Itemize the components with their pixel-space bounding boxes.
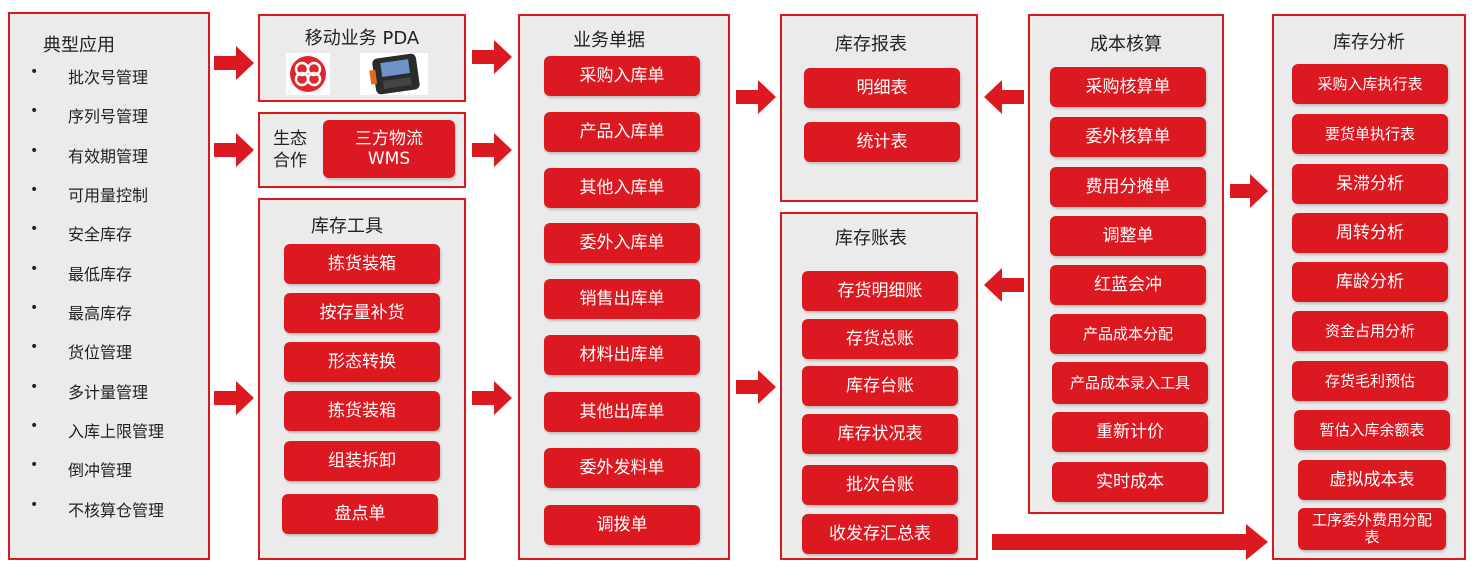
analysis-button[interactable]: 存货毛利预估 [1292, 361, 1448, 401]
inventory-reports-panel: 库存报表 明细表 统计表 [780, 14, 978, 202]
inventory-reports-title: 库存报表 [835, 34, 907, 55]
typical-apps-title: 典型应用 [43, 35, 115, 56]
eco-title: 生态 合作 [273, 129, 307, 171]
eco-cooperation-panel: 生态 合作 三方物流 WMS [258, 112, 466, 188]
mobile-pda-panel: 移动业务 PDA [258, 14, 466, 102]
tool-button[interactable]: 组装拆卸 [284, 441, 440, 481]
cost-accounting-panel: 成本核算 采购核算单 委外核算单 费用分摊单 调整单 红蓝会冲 产品成本分配 产… [1028, 14, 1224, 514]
analysis-button[interactable]: 周转分析 [1292, 213, 1448, 253]
cost-button[interactable]: 红蓝会冲 [1050, 265, 1206, 305]
typical-apps-panel: 典型应用 •批次号管理 •序列号管理 •有效期管理 •可用量控制 •安全库存 •… [8, 12, 210, 560]
analysis-button[interactable]: 资金占用分析 [1292, 311, 1448, 351]
cost-button[interactable]: 产品成本分配 [1050, 314, 1206, 354]
cost-button[interactable]: 调整单 [1050, 216, 1206, 256]
analysis-button[interactable]: 采购入库执行表 [1292, 64, 1448, 104]
analysis-button[interactable]: 库龄分析 [1292, 262, 1448, 302]
tool-button[interactable]: 形态转换 [284, 342, 440, 382]
inventory-ledger-title: 库存账表 [835, 228, 907, 249]
arrow-right-icon [736, 370, 776, 404]
business-docs-panel: 业务单据 采购入库单 产品入库单 其他入库单 委外入库单 销售出库单 材料出库单… [518, 14, 730, 560]
inventory-tools-panel: 库存工具 拣货装箱 按存量补货 形态转换 拣货装箱 组装拆卸 盘点单 [258, 198, 466, 560]
cost-button[interactable]: 产品成本录入工具 [1052, 362, 1208, 404]
doc-button[interactable]: 调拨单 [544, 505, 700, 545]
cost-accounting-title: 成本核算 [1090, 34, 1162, 55]
arrow-right-icon [472, 40, 512, 74]
arrow-left-icon [984, 80, 1024, 114]
ledger-button[interactable]: 收发存汇总表 [802, 514, 958, 554]
inventory-ledger-panel: 库存账表 存货明细账 存货总账 库存台账 库存状况表 批次台账 收发存汇总表 [780, 212, 978, 560]
doc-button[interactable]: 其他入库单 [544, 168, 700, 208]
mobile-pda-title: 移动业务 PDA [304, 28, 420, 49]
report-button[interactable]: 明细表 [804, 68, 960, 108]
arrow-right-icon [214, 381, 254, 415]
cost-button[interactable]: 采购核算单 [1050, 67, 1206, 107]
inventory-analysis-panel: 库存分析 采购入库执行表 要货单执行表 呆滞分析 周转分析 库龄分析 资金占用分… [1272, 14, 1466, 560]
analysis-button[interactable]: 呆滞分析 [1292, 164, 1448, 204]
analysis-button[interactable]: 虚拟成本表 [1298, 460, 1446, 500]
pda-device-icon [360, 53, 428, 95]
arrow-right-icon [472, 133, 512, 167]
doc-button[interactable]: 材料出库单 [544, 335, 700, 375]
doc-button[interactable]: 销售出库单 [544, 279, 700, 319]
doc-button[interactable]: 其他出库单 [544, 392, 700, 432]
ledger-button[interactable]: 批次台账 [802, 465, 958, 505]
business-docs-title: 业务单据 [573, 30, 645, 51]
long-arrow-right-icon [992, 524, 1268, 560]
inventory-tools-title: 库存工具 [311, 216, 383, 237]
brand-logo-icon [286, 53, 330, 95]
inventory-analysis-title: 库存分析 [1333, 32, 1405, 53]
arrow-right-icon [472, 381, 512, 415]
ledger-button[interactable]: 库存台账 [802, 366, 958, 406]
cost-button[interactable]: 实时成本 [1052, 462, 1208, 502]
ledger-button[interactable]: 存货总账 [802, 319, 958, 359]
tool-button[interactable]: 按存量补货 [284, 293, 440, 333]
doc-button[interactable]: 委外发料单 [544, 448, 700, 488]
report-button[interactable]: 统计表 [804, 122, 960, 162]
ledger-button[interactable]: 库存状况表 [802, 414, 958, 454]
cost-button[interactable]: 费用分摊单 [1050, 167, 1206, 207]
doc-button[interactable]: 采购入库单 [544, 56, 700, 96]
ledger-button[interactable]: 存货明细账 [802, 271, 958, 311]
cost-button[interactable]: 委外核算单 [1050, 117, 1206, 157]
cost-button[interactable]: 重新计价 [1052, 412, 1208, 452]
arrow-right-icon [214, 46, 254, 80]
arrow-right-icon [214, 133, 254, 167]
tool-button[interactable]: 拣货装箱 [284, 244, 440, 284]
doc-button[interactable]: 委外入库单 [544, 223, 700, 263]
wms-button[interactable]: 三方物流 WMS [323, 120, 455, 178]
tool-button[interactable]: 拣货装箱 [284, 391, 440, 431]
analysis-button[interactable]: 要货单执行表 [1292, 114, 1448, 154]
arrow-right-icon [736, 80, 776, 114]
analysis-button[interactable]: 暂估入库余额表 [1294, 410, 1450, 450]
doc-button[interactable]: 产品入库单 [544, 112, 700, 152]
arrow-right-icon [1230, 174, 1268, 208]
tool-button[interactable]: 盘点单 [282, 494, 438, 534]
analysis-button[interactable]: 工序委外费用分配表 [1298, 508, 1446, 550]
arrow-left-icon [984, 268, 1024, 302]
